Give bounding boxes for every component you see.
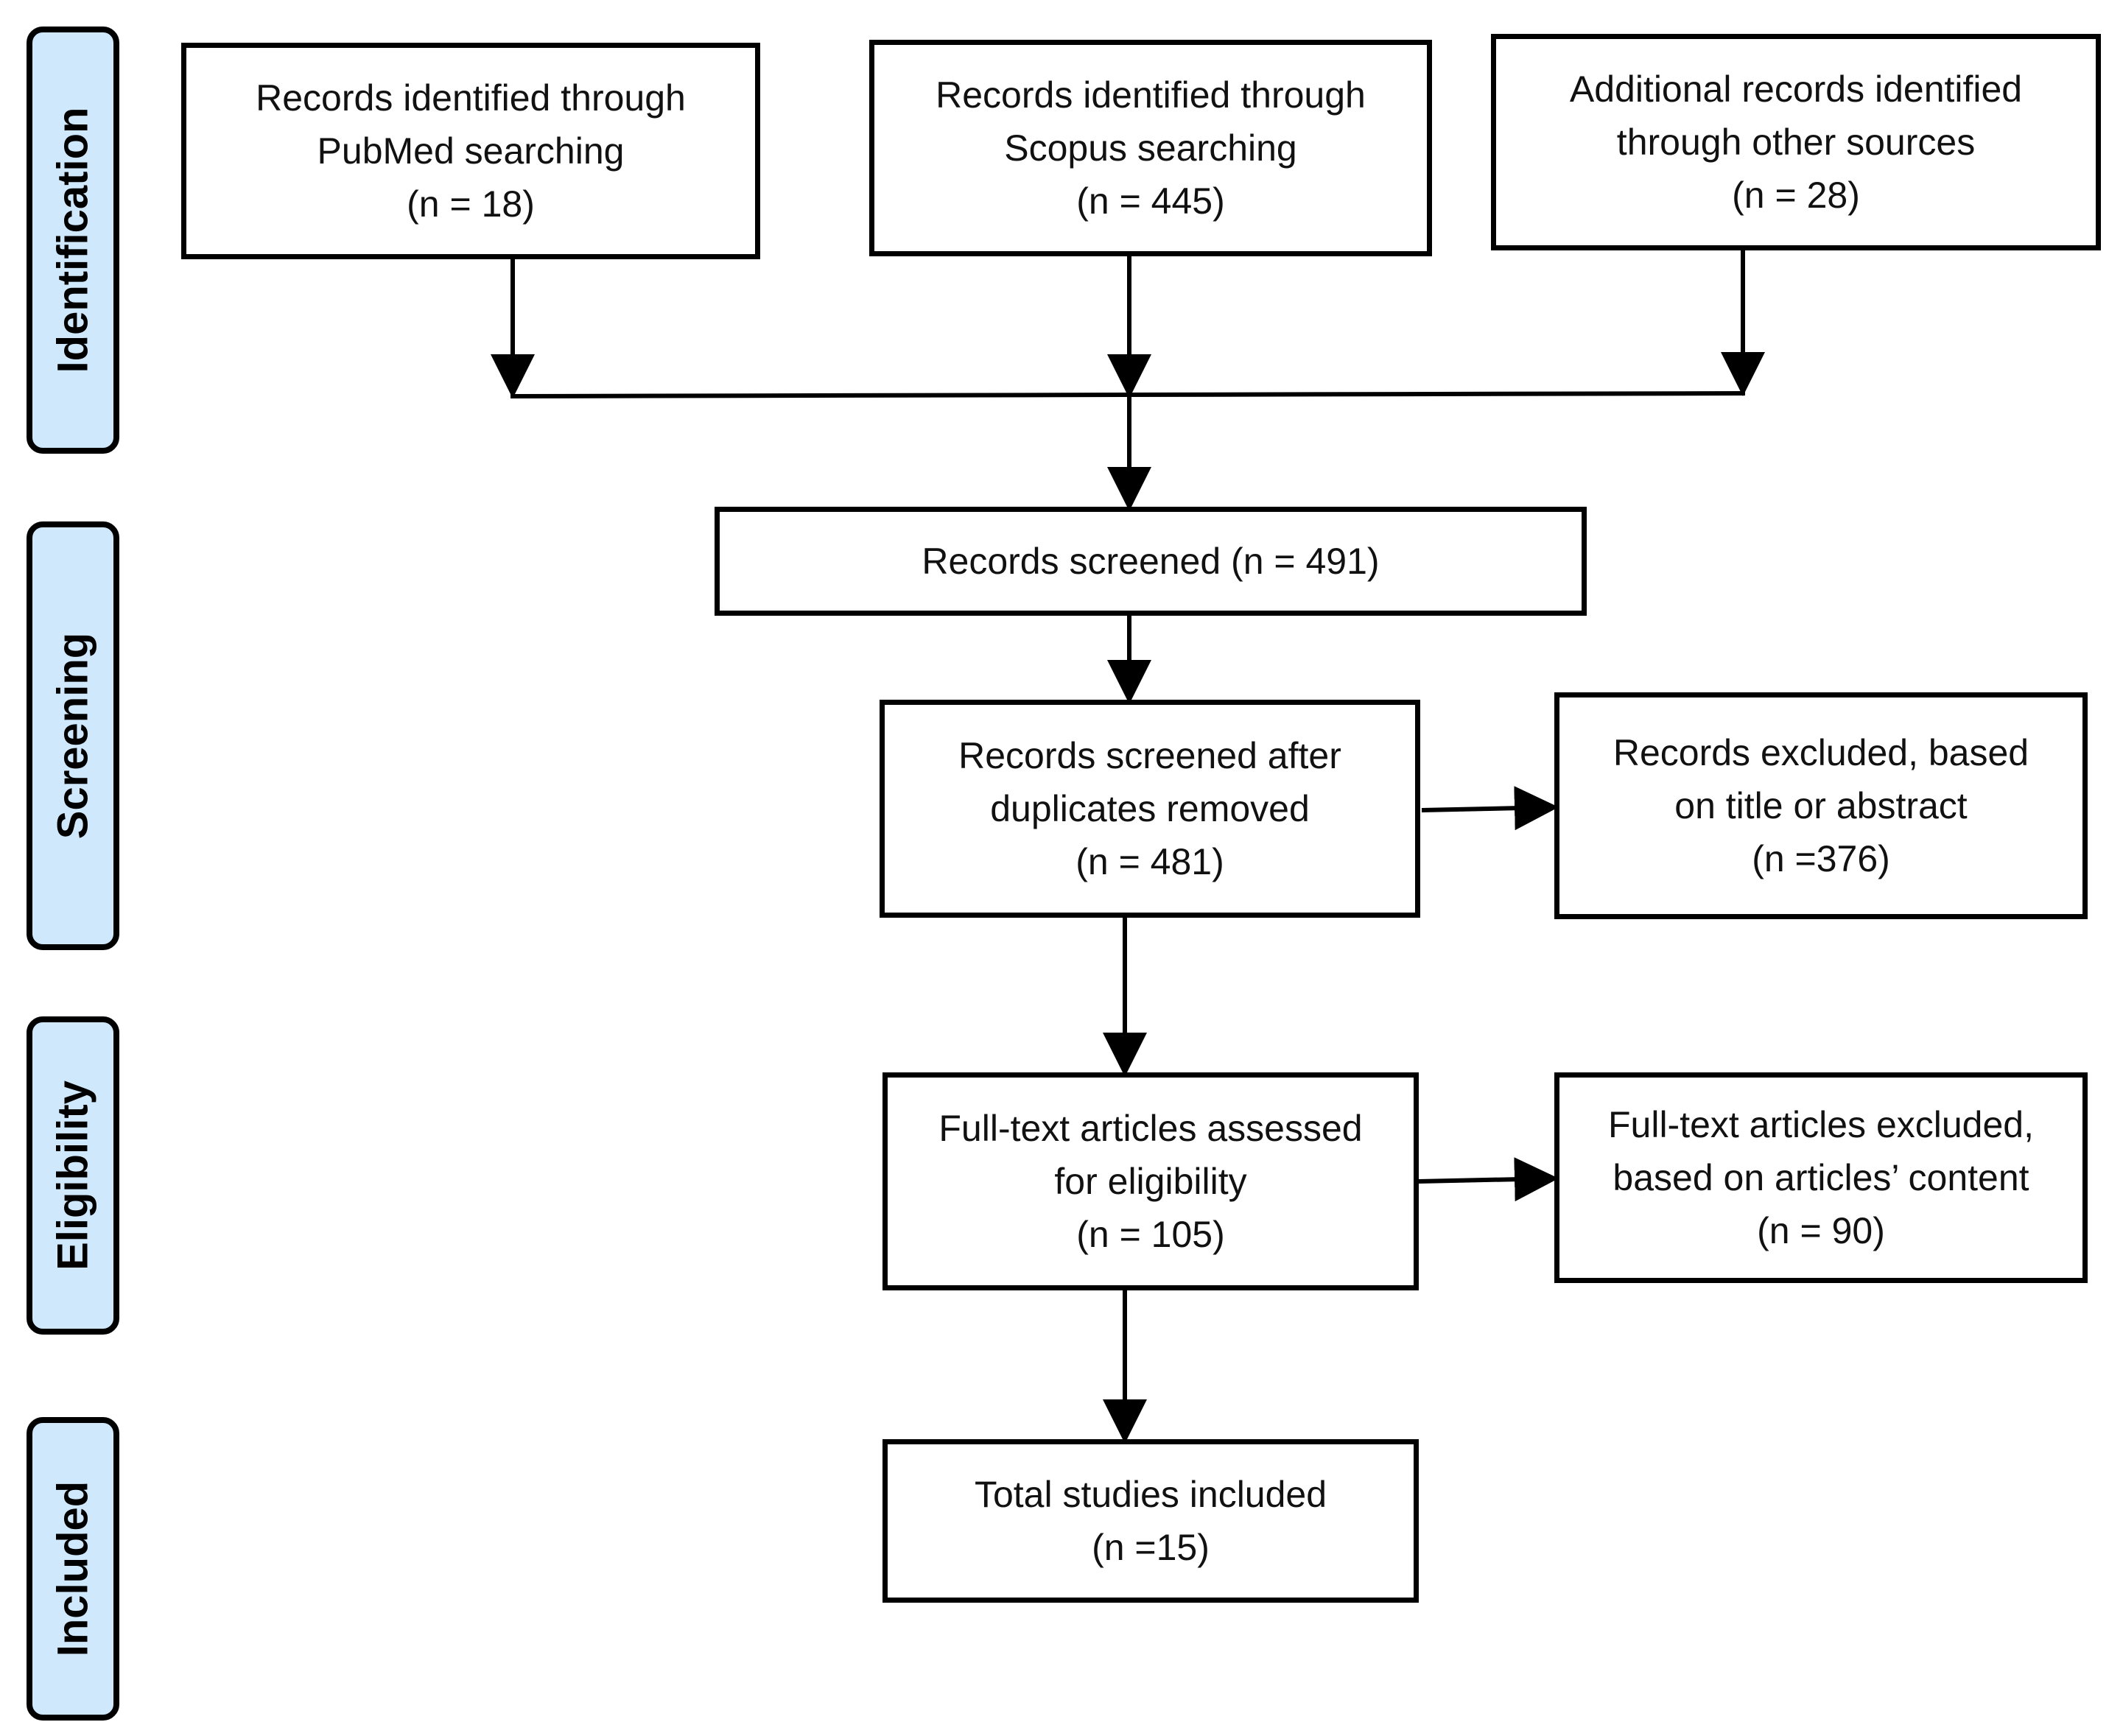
box-scopus-count: (n = 445) (1076, 180, 1225, 222)
stage-included: Included (27, 1417, 119, 1721)
box-excluded-fulltext-line1: Full-text articles excluded, (1607, 1104, 2034, 1145)
box-other-sources: Additional records identified through ot… (1491, 34, 2101, 250)
box-duplicates-removed: Records screened after duplicates remove… (880, 700, 1420, 918)
box-included-count: (n =15) (1092, 1527, 1210, 1568)
box-pubmed-records: Records identified through PubMed search… (181, 43, 760, 259)
box-excluded-title-line2: on title or abstract (1674, 785, 1968, 826)
arrow-to-excluded-fulltext (1418, 1157, 1559, 1202)
box-pubmed-line2: PubMed searching (317, 130, 625, 172)
box-excluded-fulltext-line2: based on articles’ content (1613, 1157, 2029, 1198)
box-excluded-title-count: (n =376) (1752, 838, 1890, 879)
stage-screening: Screening (27, 521, 119, 950)
box-other-line1: Additional records identified (1569, 68, 2023, 110)
box-excluded-fulltext-count: (n = 90) (1757, 1210, 1885, 1251)
box-fulltext-line1: Full-text articles assessed (938, 1108, 1363, 1149)
box-dedup-line1: Records screened after (958, 735, 1341, 776)
box-dedup-count: (n = 481) (1075, 841, 1224, 882)
box-scopus-line1: Records identified through (936, 74, 1366, 116)
box-fulltext-excluded: Full-text articles excluded, based on ar… (1554, 1072, 2088, 1283)
box-total-included: Total studies included (n =15) (882, 1439, 1419, 1603)
box-other-count: (n = 28) (1732, 175, 1860, 216)
box-excluded-title-line1: Records excluded, based (1613, 732, 2029, 773)
box-records-screened: Records screened (n = 491) (715, 507, 1587, 616)
box-excluded-title-abstract: Records excluded, based on title or abst… (1554, 692, 2088, 919)
box-included-line1: Total studies included (974, 1474, 1327, 1515)
merge-line (510, 391, 1746, 398)
box-other-line2: through other sources (1616, 122, 1976, 163)
box-fulltext-assessed: Full-text articles assessed for eligibil… (882, 1072, 1419, 1290)
stage-eligibility-label: Eligibility (49, 1080, 97, 1271)
box-fulltext-line2: for eligibility (1054, 1161, 1247, 1202)
box-dedup-line2: duplicates removed (990, 788, 1310, 829)
arrow-to-excluded-title (1421, 786, 1559, 831)
box-scopus-line2: Scopus searching (1004, 127, 1297, 169)
stage-eligibility: Eligibility (27, 1016, 119, 1335)
stage-screening-label: Screening (49, 632, 97, 840)
box-pubmed-line1: Records identified through (256, 77, 686, 119)
stage-identification-label: Identification (49, 107, 97, 373)
box-scopus-records: Records identified through Scopus search… (869, 40, 1432, 256)
box-fulltext-count: (n = 105) (1076, 1214, 1225, 1255)
box-screened-line1: Records screened (n = 491) (922, 541, 1380, 582)
stage-identification: Identification (27, 27, 119, 454)
stage-included-label: Included (49, 1480, 97, 1657)
box-pubmed-count: (n = 18) (407, 183, 535, 225)
